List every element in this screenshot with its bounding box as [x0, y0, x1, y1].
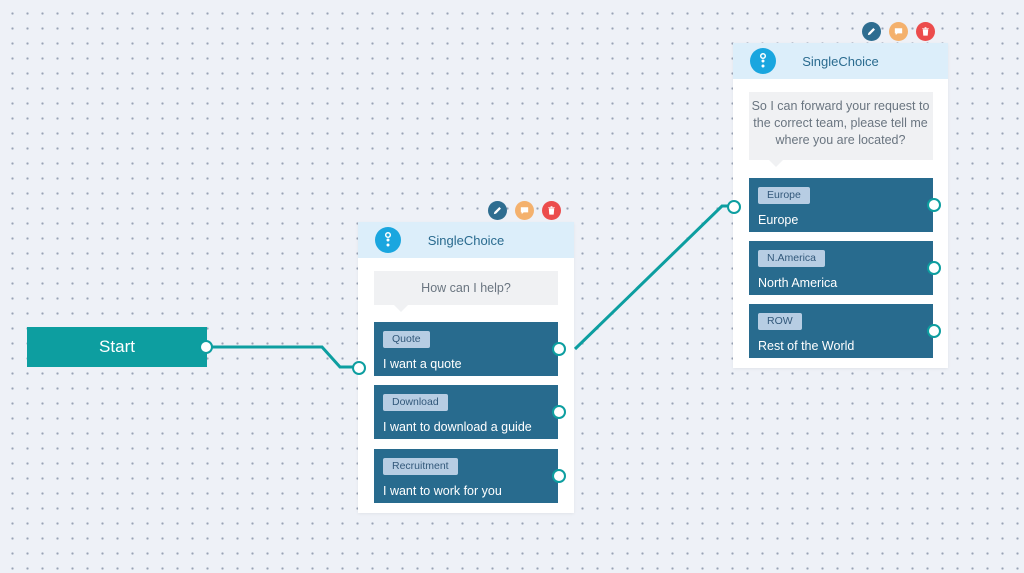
choice-text: North America	[758, 276, 838, 290]
node-1-input-port[interactable]	[352, 361, 366, 375]
choice-output-port[interactable]	[927, 324, 941, 338]
choice-text: Rest of the World	[758, 339, 855, 353]
pencil-icon[interactable]	[488, 201, 507, 220]
trash-icon[interactable]	[916, 22, 935, 41]
start-node[interactable]: Start	[27, 327, 213, 367]
node-2-header: SingleChoice	[733, 43, 948, 79]
node-1-prompt-bubble: How can I help?	[374, 271, 558, 312]
choice-output-port[interactable]	[927, 261, 941, 275]
node-2-prompt-bubble: So I can forward your request to the cor…	[748, 92, 933, 167]
node-2-prompt: So I can forward your request to the cor…	[751, 99, 930, 147]
choice-rest-of-world[interactable]: ROW Rest of the World	[749, 304, 941, 358]
start-output-port[interactable]	[199, 340, 213, 354]
single-choice-node-1[interactable]: SingleChoice How can I help? Quote I wan…	[352, 201, 574, 513]
choice-north-america[interactable]: N.America North America	[749, 241, 941, 295]
choice-tag: N.America	[758, 250, 826, 267]
choice-quote[interactable]: Quote I want a quote	[374, 322, 566, 376]
choice-output-port[interactable]	[552, 469, 566, 483]
node-1-prompt: How can I help?	[421, 281, 511, 295]
single-choice-icon	[750, 48, 776, 74]
choice-europe[interactable]: Europe Europe	[749, 178, 941, 232]
choice-download[interactable]: Download I want to download a guide	[374, 385, 566, 439]
choice-tag: ROW	[758, 313, 802, 330]
choice-recruitment[interactable]: Recruitment I want to work for you	[374, 449, 566, 503]
node-2-input-port[interactable]	[727, 200, 741, 214]
node-1-header: SingleChoice	[358, 222, 574, 258]
choice-text: I want to work for you	[383, 484, 502, 498]
start-label: Start	[99, 337, 135, 356]
choice-text: I want to download a guide	[383, 420, 532, 434]
choice-text: Europe	[758, 213, 799, 227]
node-1-title: SingleChoice	[427, 232, 505, 248]
pencil-icon[interactable]	[862, 22, 881, 41]
choice-output-port[interactable]	[927, 198, 941, 212]
single-choice-icon	[375, 227, 401, 253]
connection-start-to-node1[interactable]	[207, 345, 358, 369]
comment-icon[interactable]	[889, 22, 908, 41]
single-choice-node-2[interactable]: SingleChoice So I can forward your reque…	[727, 22, 948, 368]
choice-tag: Quote	[383, 331, 430, 348]
comment-icon[interactable]	[515, 201, 534, 220]
connection-quote-to-node2[interactable]	[573, 204, 733, 351]
node-1-actions	[488, 201, 561, 220]
choice-tag: Recruitment	[383, 458, 458, 475]
node-2-actions	[862, 22, 935, 41]
choice-tag: Download	[383, 394, 448, 411]
choice-output-port[interactable]	[552, 405, 566, 419]
choice-text: I want a quote	[383, 357, 462, 371]
node-2-title: SingleChoice	[802, 53, 879, 69]
choice-output-port[interactable]	[552, 342, 566, 356]
trash-icon[interactable]	[542, 201, 561, 220]
choice-tag: Europe	[758, 187, 810, 204]
